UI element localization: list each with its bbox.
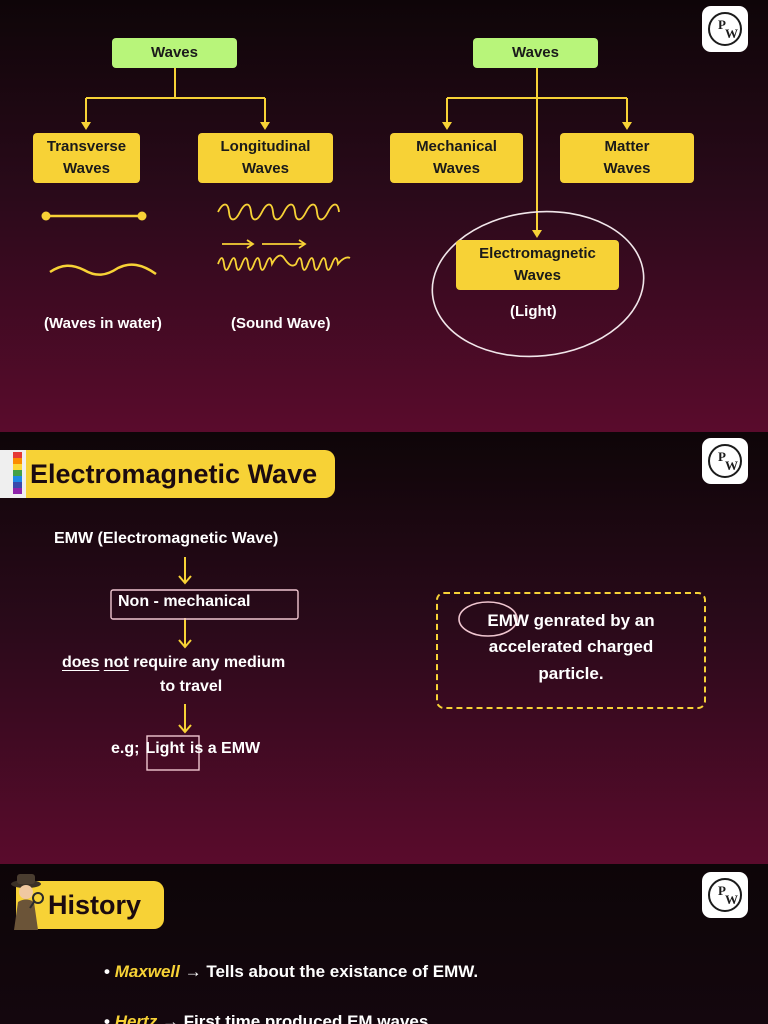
history-title-band: History (16, 881, 164, 929)
flow-arrows (110, 557, 518, 771)
detective-icon (11, 874, 44, 930)
flow-step-example: e.g;Light is a EMW (111, 740, 261, 757)
spectrum-icon (0, 450, 26, 498)
history-title: History (48, 889, 142, 920)
water-wave-icon (49, 263, 157, 276)
caption-sound-wave: (Sound Wave) (231, 315, 331, 332)
waves-root-right: Waves (473, 38, 598, 68)
rope-illustration-icon (41, 211, 147, 221)
light-frame (146, 735, 200, 771)
highlight-circle (431, 210, 645, 358)
waves-root-left: Waves (112, 38, 237, 68)
electromagnetic-waves-box: Electromagnetic Waves (456, 240, 619, 290)
longitudinal-waves-box: Longitudinal Waves (198, 133, 333, 183)
transverse-waves-box: Transverse Waves (33, 133, 140, 183)
tree-connectors (41, 68, 645, 358)
flow-step-non-mechanical: Non - mechanical (118, 593, 251, 610)
caption-waves-in-water: (Waves in water) (44, 315, 162, 332)
emw-circle (458, 601, 518, 637)
slide-title-band: Electromagnetic Wave (14, 450, 336, 498)
note-circled-word: EMW (487, 611, 529, 630)
caption-light: (Light) (510, 303, 557, 320)
history-bullet-maxwell: • Maxwell → Tells about the existance of… (104, 962, 479, 981)
matter-waves-box: Matter Waves (560, 133, 694, 183)
slide-title: Electromagnetic Wave (30, 458, 318, 489)
history-bullet-hertz: • Hertz → First time produced EM waves (104, 1012, 429, 1024)
flow-step-emw: EMW (Electromagnetic Wave) (54, 530, 279, 547)
non-mechanical-frame (110, 589, 299, 620)
spring-coil-icon (217, 203, 351, 271)
emw-note-box: EMW genrated by an accelerated charged p… (436, 592, 706, 709)
flow-step-travel: to travel (160, 678, 223, 695)
mechanical-waves-box: Mechanical Waves (390, 133, 523, 183)
flow-step-medium: does not require any medium (62, 654, 286, 671)
